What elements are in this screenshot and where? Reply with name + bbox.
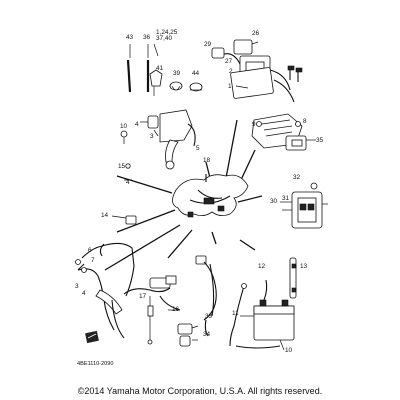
callout-16: 16	[172, 306, 180, 313]
callout-35: 35	[316, 137, 324, 144]
callout-4: 4	[126, 179, 130, 186]
callout-31: 31	[282, 195, 290, 202]
callout-1: 1	[228, 83, 232, 90]
callout-13: 13	[300, 263, 308, 270]
callout-3: 3	[150, 133, 154, 140]
callout-18: 18	[203, 157, 211, 164]
callout-4: 4	[135, 121, 139, 128]
starter-cable	[123, 275, 181, 345]
cable-ties	[126, 43, 159, 93]
footer-copyright: ©2014 Yamaha Motor Corporation, U.S.A. A…	[77, 386, 323, 396]
callout-33: 33	[205, 313, 213, 320]
callout-29: 29	[204, 41, 212, 48]
cdi-unit-assembly	[211, 39, 303, 103]
callout-5: 5	[196, 145, 200, 152]
rectifier-regulator	[251, 113, 316, 151]
callout-34: 34	[203, 331, 211, 338]
callout-6: 6	[88, 247, 92, 254]
battery-cables	[75, 242, 135, 339]
callout-30: 30	[270, 198, 278, 205]
callout-27: 27	[225, 58, 233, 65]
wire-clamps	[149, 69, 203, 96]
callout-3: 3	[75, 283, 79, 290]
callout-32: 32	[293, 174, 301, 181]
callout-10: 10	[120, 123, 128, 130]
callout-17: 17	[139, 293, 147, 300]
drawing-code-stamp	[85, 330, 99, 344]
callout-9: 9	[252, 121, 256, 128]
left-small-parts	[120, 130, 132, 181]
callout-10: 10	[285, 347, 293, 354]
drawing-code: 4BE1110-2090	[77, 361, 114, 367]
callout-43: 43	[126, 34, 134, 41]
callout-1-24-25: 1,24,25	[156, 29, 178, 36]
main-wire-harness	[172, 174, 249, 218]
callout-12: 12	[258, 263, 266, 270]
callout-7: 7	[91, 257, 95, 264]
starter-relay	[280, 182, 328, 229]
battery	[229, 257, 297, 351]
callout-44: 44	[192, 70, 200, 77]
callout-39: 39	[173, 70, 181, 77]
callout-36: 36	[143, 34, 151, 41]
callout-2: 2	[229, 68, 233, 75]
callout-15: 15	[118, 163, 126, 170]
sensor-harness	[177, 255, 217, 347]
callout-8: 8	[303, 118, 307, 125]
callout-11: 11	[232, 310, 239, 317]
separator-lines	[104, 119, 263, 271]
ignition-coil	[140, 109, 196, 170]
callout-4: 4	[82, 290, 86, 297]
small-relay	[111, 215, 137, 225]
callout-26: 26	[252, 30, 260, 37]
callout-41: 41	[156, 65, 164, 72]
callout-37-40: 37,40	[156, 35, 172, 42]
callout-14: 14	[101, 212, 109, 219]
